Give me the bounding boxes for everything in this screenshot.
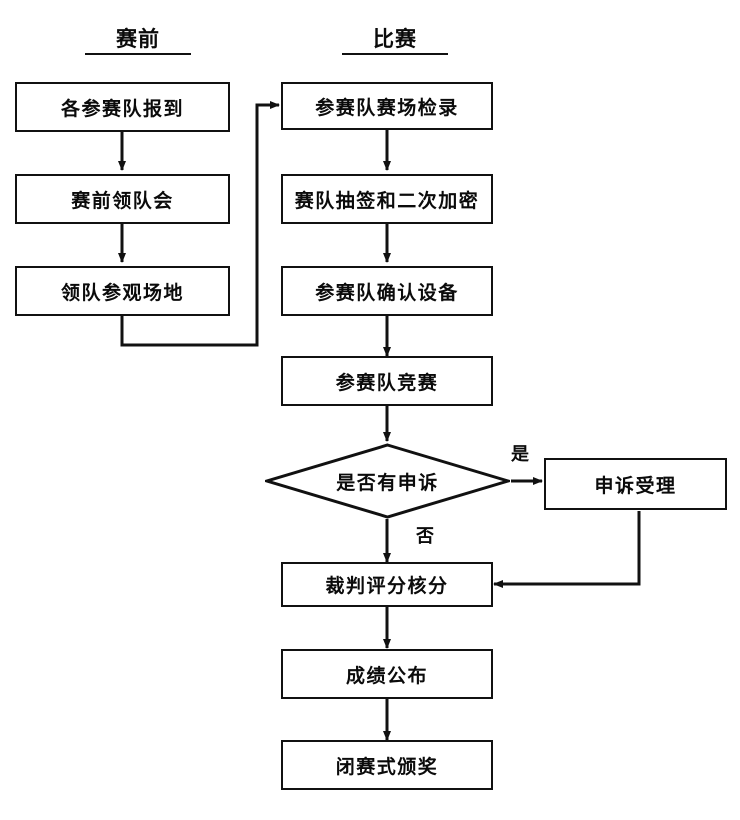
column-title-match: 比赛 — [342, 27, 448, 56]
node-领队参观场地[interactable]: 领队参观场地 — [15, 266, 230, 316]
diamond-shape — [265, 443, 510, 519]
column-title-pre: 赛前 — [85, 27, 191, 56]
edge-n9-n10 — [493, 511, 641, 588]
node-闭赛式颁奖[interactable]: 闭赛式颁奖 — [281, 740, 493, 790]
node-参赛队赛场检录[interactable]: 参赛队赛场检录 — [281, 82, 493, 130]
node-参赛队竞赛[interactable]: 参赛队竞赛 — [281, 356, 493, 406]
node-参赛队确认设备[interactable]: 参赛队确认设备 — [281, 266, 493, 316]
node-赛前领队会[interactable]: 赛前领队会 — [15, 174, 230, 224]
node-赛队抽签和二次加密[interactable]: 赛队抽签和二次加密 — [281, 174, 493, 224]
node-裁判评分核分[interactable]: 裁判评分核分 — [281, 562, 493, 607]
node-成绩公布[interactable]: 成绩公布 — [281, 649, 493, 699]
node-各参赛队报到[interactable]: 各参赛队报到 — [15, 82, 230, 132]
node-label-是否有申诉: 是否有申诉 — [336, 471, 439, 494]
edge-label-yes: 是 — [511, 444, 529, 465]
edge-label-no: 否 — [416, 526, 434, 547]
node-申诉受理[interactable]: 申诉受理 — [544, 458, 727, 510]
node-是否有申诉-decision[interactable]: 是否有申诉 — [265, 443, 510, 519]
